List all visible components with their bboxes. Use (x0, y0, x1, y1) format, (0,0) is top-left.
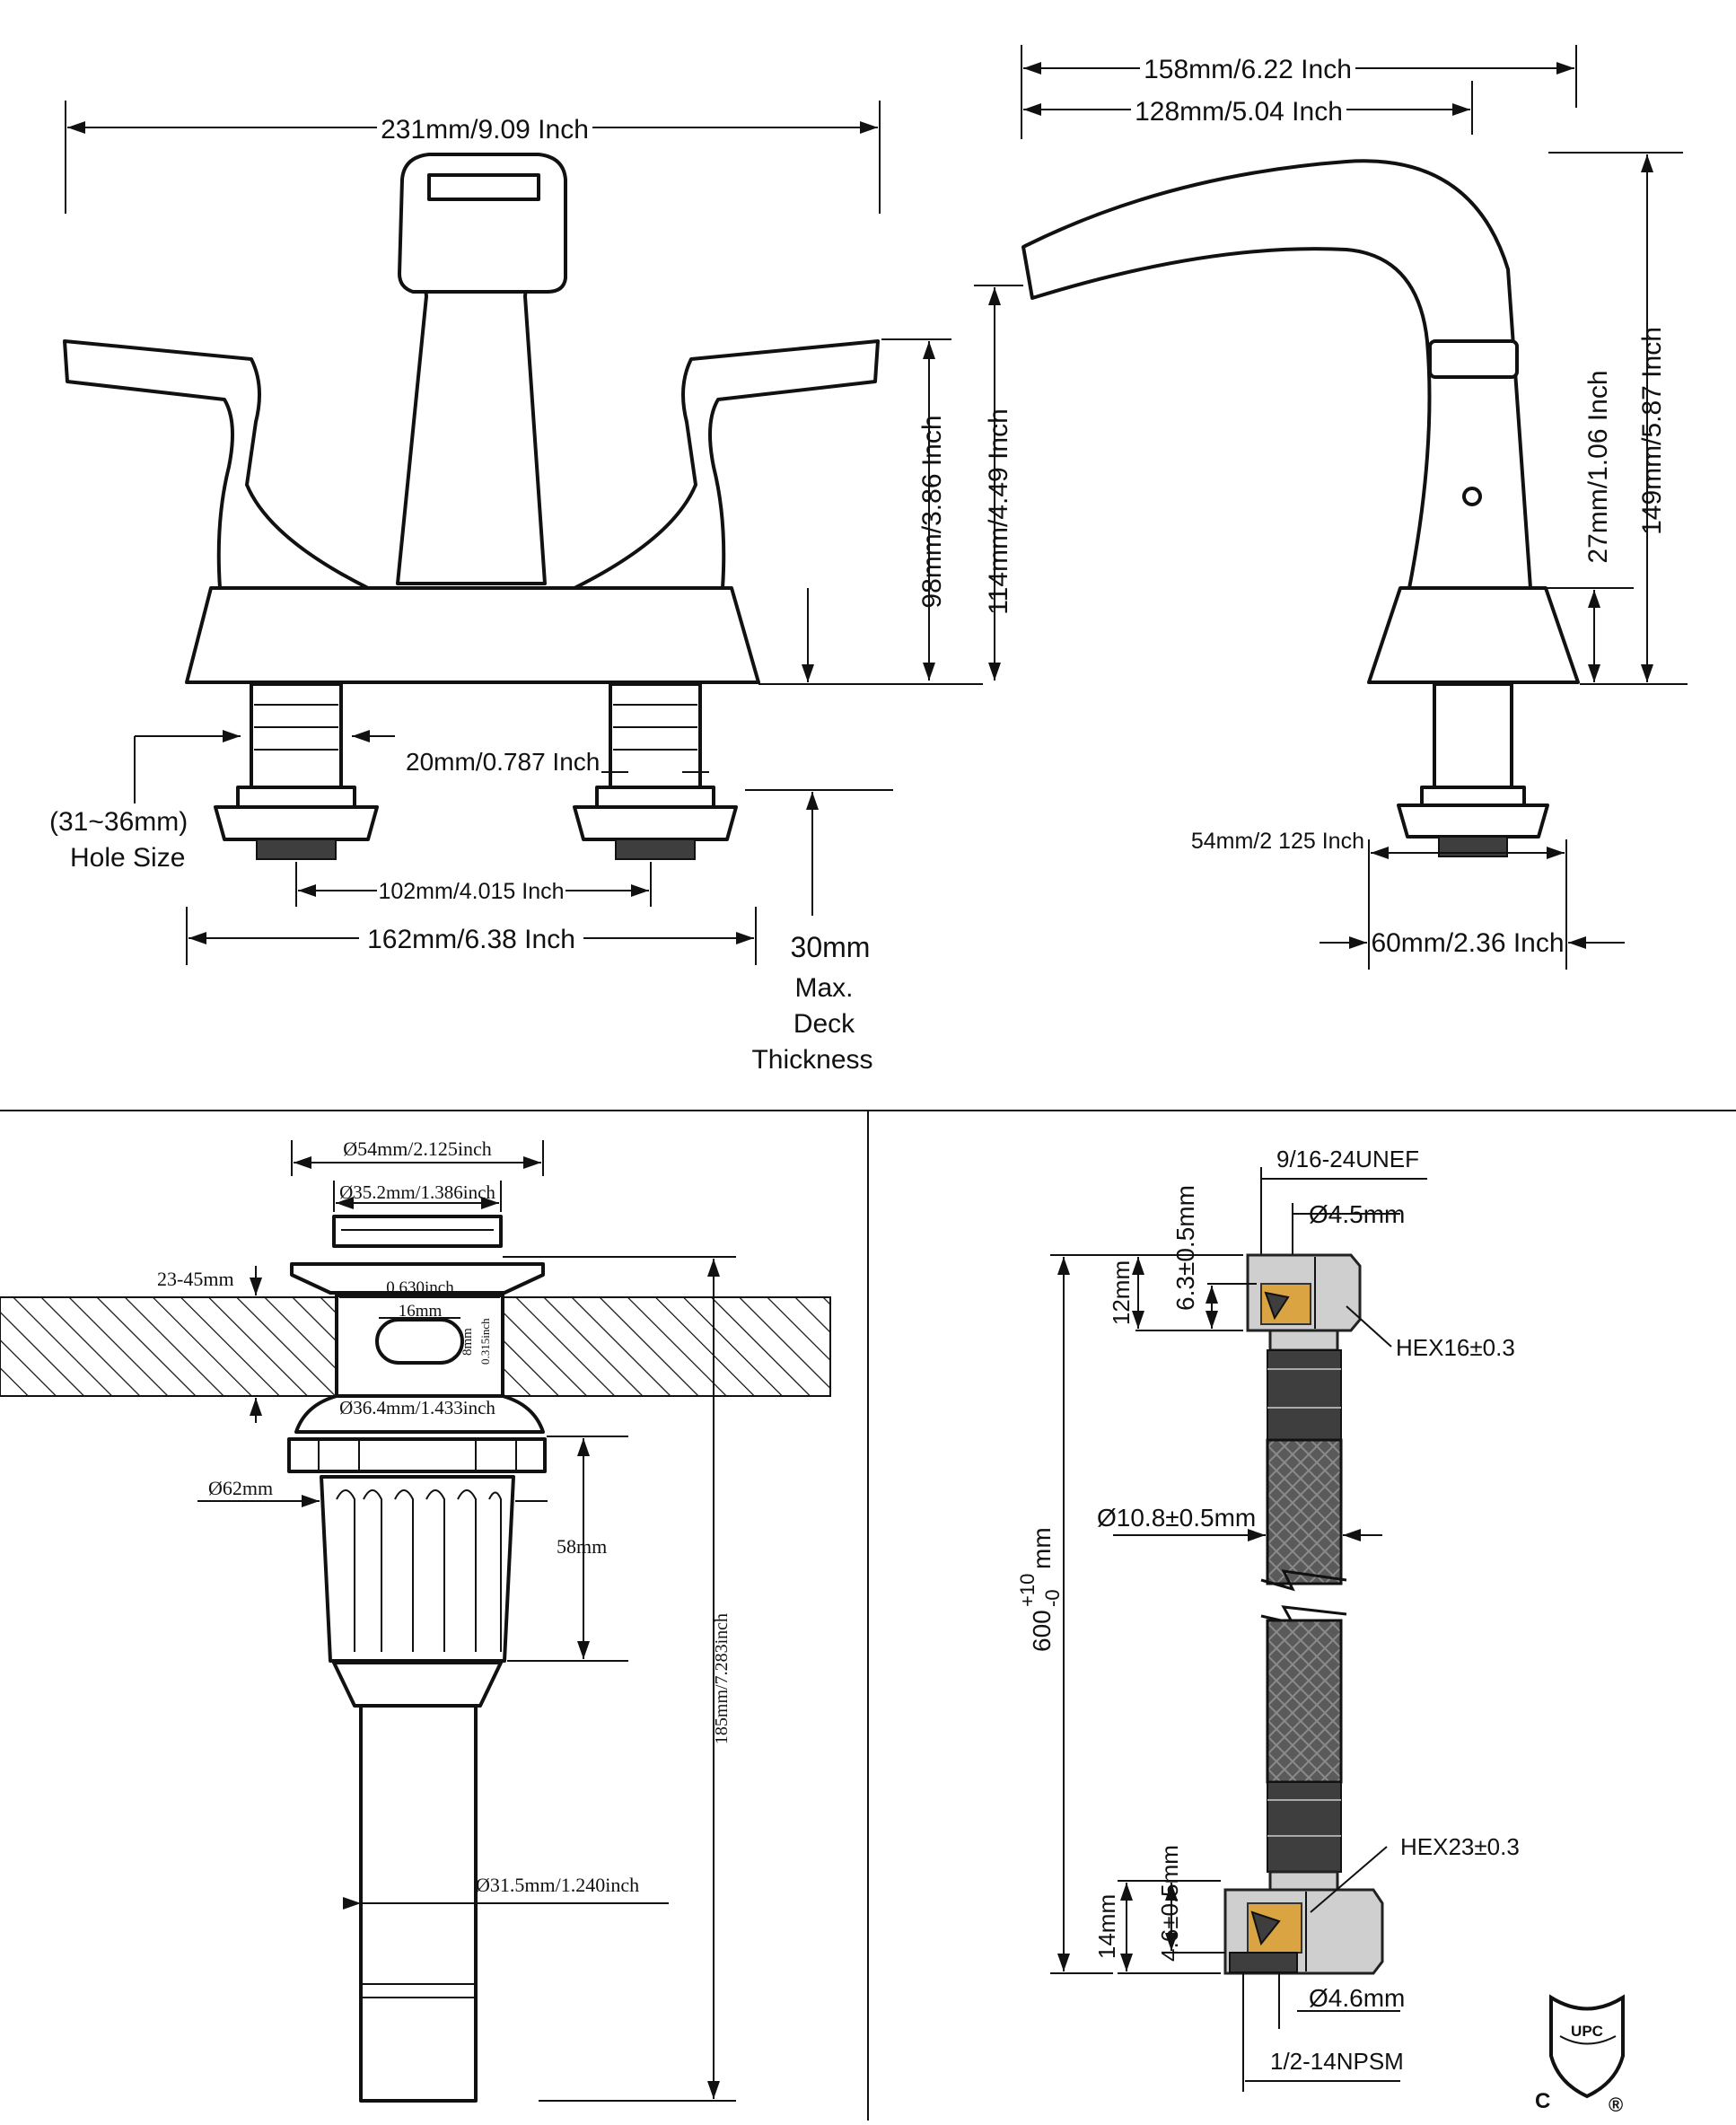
hose-length-base: 600 (1028, 1610, 1056, 1652)
spout-body (396, 254, 547, 585)
hose-lower (1266, 1619, 1343, 1784)
side-handle-screw (1462, 487, 1482, 506)
side-view: 158mm/6.22 Inch 128mm/5.04 Inch 27mm/1.0… (1021, 45, 1688, 970)
cap-diameter-label: Ø35.2mm/1.386inch (339, 1181, 495, 1203)
base-height-label: 27mm/1.06 Inch (1583, 370, 1613, 563)
hose-length-unit: mm (1028, 1527, 1056, 1569)
bottom-hex-label: HEX23±0.3 (1400, 1833, 1520, 1860)
side-handle-cap (1428, 339, 1519, 379)
side-shank (1433, 682, 1513, 789)
top-crimp-sleeve (1267, 1349, 1342, 1441)
hose-tolerance-plus: +10 (1016, 1574, 1039, 1607)
left-handle (63, 339, 370, 590)
tail-diameter-label: Ø31.5mm/1.240inch (476, 1874, 639, 1896)
bottom-thread-label: 1/2-14NPSM (1270, 2048, 1404, 2075)
base-diameter-label: 54mm/2 125 Inch (1191, 829, 1364, 854)
drain-flange (290, 1262, 545, 1295)
bottom-bore-label: Ø4.6mm (1309, 1984, 1405, 2012)
side-spout (1021, 159, 1532, 590)
left-shank (214, 682, 379, 860)
drain-view: Ø54mm/2.125inch Ø35.2mm/1.386inch 0.630i… (0, 1137, 831, 2103)
overflow-slot (375, 1318, 464, 1365)
spout-height-label: 114mm/4.49 Inch (984, 408, 1013, 615)
top-insert-depth-label: 6.3±0.5mm (1171, 1185, 1199, 1311)
base-width-label: 162mm/6.38 Inch (367, 925, 575, 954)
top-bore-label: Ø4.5mm (1309, 1200, 1405, 1228)
top-brass-insert (1260, 1283, 1311, 1325)
nut-height-label: 58mm (557, 1535, 607, 1558)
overall-width-label: 231mm/9.09 Inch (381, 115, 589, 145)
bottom-insert-depth-label: 4.6±0.5mm (1156, 1845, 1183, 1962)
deck-thickness-line-2: Deck (793, 1009, 855, 1039)
drain-cap (332, 1215, 503, 1248)
top-nut-height-label: 12mm (1108, 1260, 1135, 1325)
overflow-slot-height-inch: 0.315inch (478, 1318, 492, 1365)
hose-diameter-label: Ø10.8±0.5mm (1097, 1504, 1256, 1532)
deck-thickness-line-3: Thickness (751, 1045, 872, 1075)
overflow-slot-height: 8mm (460, 1328, 475, 1356)
side-base (1367, 586, 1580, 684)
hole-size-label: Hole Size (70, 843, 185, 873)
nut-diameter-label: Ø62mm (208, 1477, 273, 1499)
base-depth-label: 60mm/2.36 Inch (1371, 928, 1564, 958)
total-height-label: 149mm/5.87 Inch (1637, 327, 1667, 535)
lock-nut (287, 1437, 547, 1473)
total-depth-label: 158mm/6.22 Inch (1144, 55, 1352, 84)
hole-size-range: (31~36mm) (49, 807, 188, 837)
front-view: 231mm/9.09 Inch (49, 101, 1023, 1075)
overflow-slot-label: 16mm (399, 1302, 443, 1321)
counter-thickness-label: 23-45mm (157, 1268, 234, 1290)
handle-height-label: 98mm/3.86 Inch (917, 415, 947, 608)
shank-diameter-label: 20mm/0.787 Inch (406, 748, 600, 776)
counter-slab-right (502, 1296, 831, 1397)
deck-thickness-line-1: Max. (794, 973, 853, 1003)
right-shank (573, 682, 738, 860)
flange-diameter-label: Ø54mm/2.125inch (343, 1137, 492, 1160)
body-diameter-label: Ø36.4mm/1.433inch (339, 1397, 495, 1418)
counter-slab-left (0, 1296, 338, 1397)
hose-tolerance-minus: -0 (1041, 1589, 1064, 1607)
bottom-crimp-sleeve (1267, 1781, 1342, 1873)
hose-upper (1266, 1438, 1343, 1585)
overflow-width-label: 0.630inch (386, 1278, 454, 1297)
top-hex-label: HEX16±0.3 (1396, 1334, 1515, 1361)
top-thread-label: 9/16-24UNEF (1276, 1146, 1419, 1172)
spout-reach-label: 128mm/5.04 Inch (1135, 97, 1343, 127)
c-letter: C (1535, 2089, 1550, 2113)
bottom-nut-height-label: 14mm (1093, 1894, 1120, 1959)
drain-taper (332, 1661, 503, 1708)
drain-dome (294, 1394, 545, 1434)
upc-letters: UPC (1571, 2023, 1603, 2040)
faucet-base (185, 586, 760, 684)
spout-aerator (427, 173, 540, 201)
total-length-label: 185mm/7.283inch (712, 1613, 732, 1744)
ribbed-nut (320, 1475, 515, 1663)
hole-spacing-label: 102mm/4.015 Inch (378, 879, 564, 904)
registered-mark: ® (1609, 2094, 1623, 2116)
cupc-certification-mark: UPC C ® (1535, 1994, 1625, 2116)
hose-view: 9/16-24UNEF Ø4.5mm HEX16±0.3 12mm 6.3±0.… (1016, 1146, 1625, 2116)
deck-thickness-value: 30mm (791, 931, 871, 963)
right-handle (573, 339, 880, 590)
upc-shield-icon (1549, 1994, 1625, 2099)
